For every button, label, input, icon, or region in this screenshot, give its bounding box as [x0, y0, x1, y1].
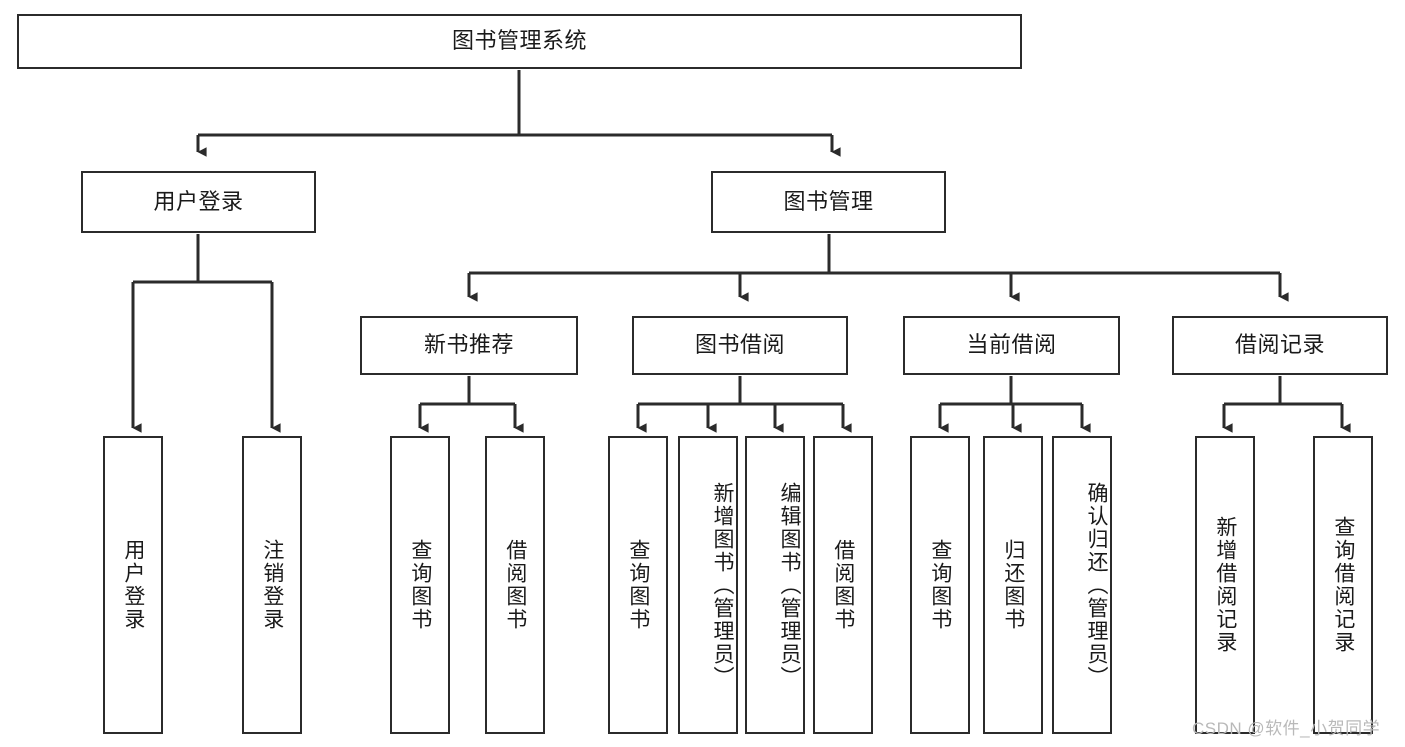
leaf-add-borrow-record[interactable]: 新增借阅记录	[1195, 436, 1255, 734]
leaf-query-book-current[interactable]: 查询图书	[910, 436, 970, 734]
leaf-user-login[interactable]: 用户登录	[103, 436, 163, 734]
leaf-logout-login[interactable]: 注销登录	[242, 436, 302, 734]
csdn-watermark: CSDN @软件_小贺同学	[1192, 719, 1381, 738]
node-book-management[interactable]: 图书管理	[711, 171, 946, 233]
node-current-borrow[interactable]: 当前借阅	[903, 316, 1120, 375]
leaf-borrow-book-borrow[interactable]: 借阅图书	[813, 436, 873, 734]
node-new-book-recommend[interactable]: 新书推荐	[360, 316, 578, 375]
leaf-query-borrow-record[interactable]: 查询借阅记录	[1313, 436, 1373, 734]
leaf-confirm-return-admin[interactable]: 确认归还（管理员）	[1052, 436, 1112, 734]
leaf-edit-book-admin[interactable]: 编辑图书（管理员）	[745, 436, 805, 734]
leaf-return-book[interactable]: 归还图书	[983, 436, 1043, 734]
node-borrow-record[interactable]: 借阅记录	[1172, 316, 1388, 375]
leaf-add-book-admin[interactable]: 新增图书（管理员）	[678, 436, 738, 734]
leaf-query-book-borrow[interactable]: 查询图书	[608, 436, 668, 734]
node-book-borrow[interactable]: 图书借阅	[632, 316, 848, 375]
node-root-system[interactable]: 图书管理系统	[17, 14, 1022, 69]
node-user-login[interactable]: 用户登录	[81, 171, 316, 233]
leaf-query-book-new-recommend[interactable]: 查询图书	[390, 436, 450, 734]
leaf-borrow-book-new-recommend[interactable]: 借阅图书	[485, 436, 545, 734]
